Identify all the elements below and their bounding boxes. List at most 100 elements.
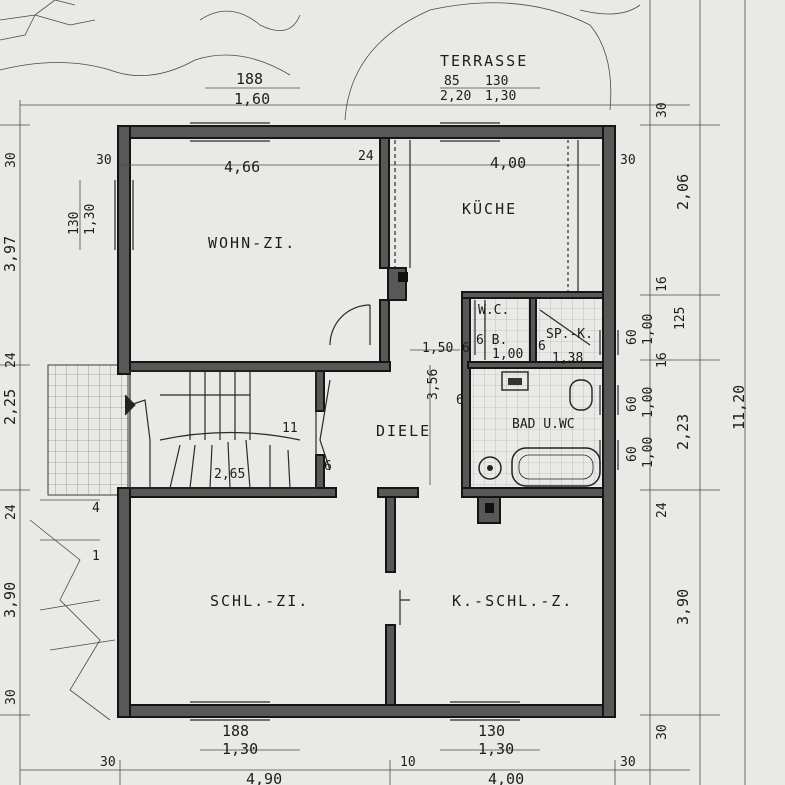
chimney-flue-lower-icon xyxy=(485,503,494,513)
dim-storage-60: 60 xyxy=(625,329,640,345)
dim-bottom-window-height: 1,30 xyxy=(222,740,258,758)
shower-drain xyxy=(478,456,502,480)
wall-west-upper xyxy=(117,125,131,375)
wall-bath-west xyxy=(461,295,471,489)
dim-hall-150: 1,50 xyxy=(422,341,453,356)
dim-top-window-height: 1,60 xyxy=(234,90,270,108)
dim-top-window-width: 188 xyxy=(236,70,263,88)
dim-stair-265: 2,65 xyxy=(214,467,245,482)
dim-wall-30-top-left: 30 xyxy=(96,153,112,168)
dim-bottom-10: 10 xyxy=(400,755,416,770)
dim-wall-24-inner: 24 xyxy=(358,149,374,164)
dim-right-30-bottom: 30 xyxy=(655,724,670,740)
outer-walls xyxy=(117,125,616,718)
dim-living-width: 4,66 xyxy=(224,158,260,176)
room-label-bedroom: SCHL.-ZI. xyxy=(210,592,309,610)
room-label-terrace: TERRASSE xyxy=(440,52,528,70)
dim-right-16-b: 16 xyxy=(655,352,670,368)
dim-wall-30-top-right: 30 xyxy=(620,153,636,168)
dim-bath-1-00-a: 1,00 xyxy=(641,387,656,418)
dim-terrace-door-b: 2,20 xyxy=(440,89,471,104)
wall-hall-stub xyxy=(377,487,419,498)
dim-bottom-right-window-width: 130 xyxy=(478,722,505,740)
dim-bottom-30-right: 30 xyxy=(620,755,636,770)
dim-hall-6-a: 6 xyxy=(462,341,470,356)
dim-bottom-right-window-height: 1,30 xyxy=(478,740,514,758)
dim-bottom-400: 4,00 xyxy=(488,770,524,785)
dim-left-397: 3,97 xyxy=(1,236,19,272)
dimension-lines xyxy=(0,0,746,785)
dim-right-223: 2,23 xyxy=(674,414,692,450)
dim-wc-6b: 6 B. xyxy=(476,333,507,348)
washbasin xyxy=(501,371,529,391)
wall-west-lower xyxy=(117,487,131,718)
dim-terrace-window-width: 130 xyxy=(485,74,508,89)
chimney-flue-icon xyxy=(398,272,408,282)
dim-terrace-window-height: 1,30 xyxy=(485,89,516,104)
wall-bath-south xyxy=(461,487,604,498)
room-label-kitchen: KÜCHE xyxy=(462,199,517,218)
dim-right-total: 11,20 xyxy=(730,385,748,430)
room-label-child-bedroom: K.-SCHL.-Z. xyxy=(452,592,573,610)
staircase xyxy=(124,370,317,489)
dim-right-30-top: 30 xyxy=(655,102,670,118)
dim-storage-138: 1,38 xyxy=(552,351,583,366)
wall-stair-east xyxy=(315,370,325,412)
dim-left-step-4: 4 xyxy=(92,501,100,516)
dim-storage-1-00: 1,00 xyxy=(641,314,656,345)
bathroom-fixtures xyxy=(398,272,601,513)
wall-bath-north xyxy=(467,361,604,369)
dim-right-390: 3,90 xyxy=(674,589,692,625)
dim-left-window-130: 130 xyxy=(67,212,82,235)
wall-bedrooms-lower xyxy=(385,624,396,706)
room-label-bath: BAD U.WC xyxy=(512,417,575,432)
wall-stair-east-lower xyxy=(315,454,325,489)
dim-bottom-30-left: 30 xyxy=(100,755,116,770)
garden-sketch xyxy=(0,0,641,721)
dim-kitchen-width: 4,00 xyxy=(490,154,526,172)
entrance-tiles xyxy=(47,364,129,496)
dim-left-24-a: 24 xyxy=(4,352,19,368)
dim-hall-6-b: 6 xyxy=(456,393,464,408)
wall-north xyxy=(117,125,616,139)
dim-bottom-window-width: 188 xyxy=(222,722,249,740)
dim-bath-60-a: 60 xyxy=(625,396,640,412)
dim-left-window-1-30: 1,30 xyxy=(83,204,98,235)
dim-left-30: 30 xyxy=(4,152,19,168)
wall-living-south xyxy=(129,361,391,372)
wall-stair-south xyxy=(129,487,337,498)
wall-south xyxy=(117,704,616,718)
room-label-living: WOHN-ZI. xyxy=(208,234,296,252)
wall-living-kitchen xyxy=(379,137,390,269)
wall-living-kitchen-lower xyxy=(379,299,390,371)
dim-right-125: 125 xyxy=(673,307,688,330)
dim-right-206: 2,06 xyxy=(674,174,692,210)
dim-hall-356: 3,56 xyxy=(426,369,441,400)
dim-left-30-bottom: 30 xyxy=(4,689,19,705)
room-label-wc: W.C. xyxy=(478,303,509,318)
dim-left-225: 2,25 xyxy=(1,389,19,425)
wall-wc-storage xyxy=(529,297,537,367)
room-label-hall: DIELE xyxy=(376,422,431,440)
dim-bath-1-00-b: 1,00 xyxy=(641,437,656,468)
windows xyxy=(114,122,619,721)
dim-left-step-1: 1 xyxy=(92,549,100,564)
dim-bottom-490: 4,90 xyxy=(246,770,282,785)
room-labels: WOHN-ZI. KÜCHE TERRASSE W.C. SP.-K. DIEL… xyxy=(208,52,593,610)
dim-stair-11: 11 xyxy=(282,421,298,436)
bathtub xyxy=(511,447,601,487)
wall-bedrooms-upper xyxy=(385,496,396,573)
dim-wc-100: 1,00 xyxy=(492,347,523,362)
dim-left-24-b: 24 xyxy=(4,504,19,520)
wall-east xyxy=(602,125,616,718)
toilet xyxy=(569,379,593,411)
dim-left-390: 3,90 xyxy=(1,582,19,618)
room-label-storage: SP.-K. xyxy=(546,327,593,342)
dim-stair-6: 6 xyxy=(324,459,332,474)
dim-storage-6: 6 xyxy=(538,339,546,354)
interior-walls xyxy=(129,137,604,706)
dim-right-24: 24 xyxy=(655,502,670,518)
dimension-labels: 188 1,60 85 2,20 130 1,30 4,66 4,00 30 2… xyxy=(1,70,748,785)
dim-right-16-a: 16 xyxy=(655,276,670,292)
